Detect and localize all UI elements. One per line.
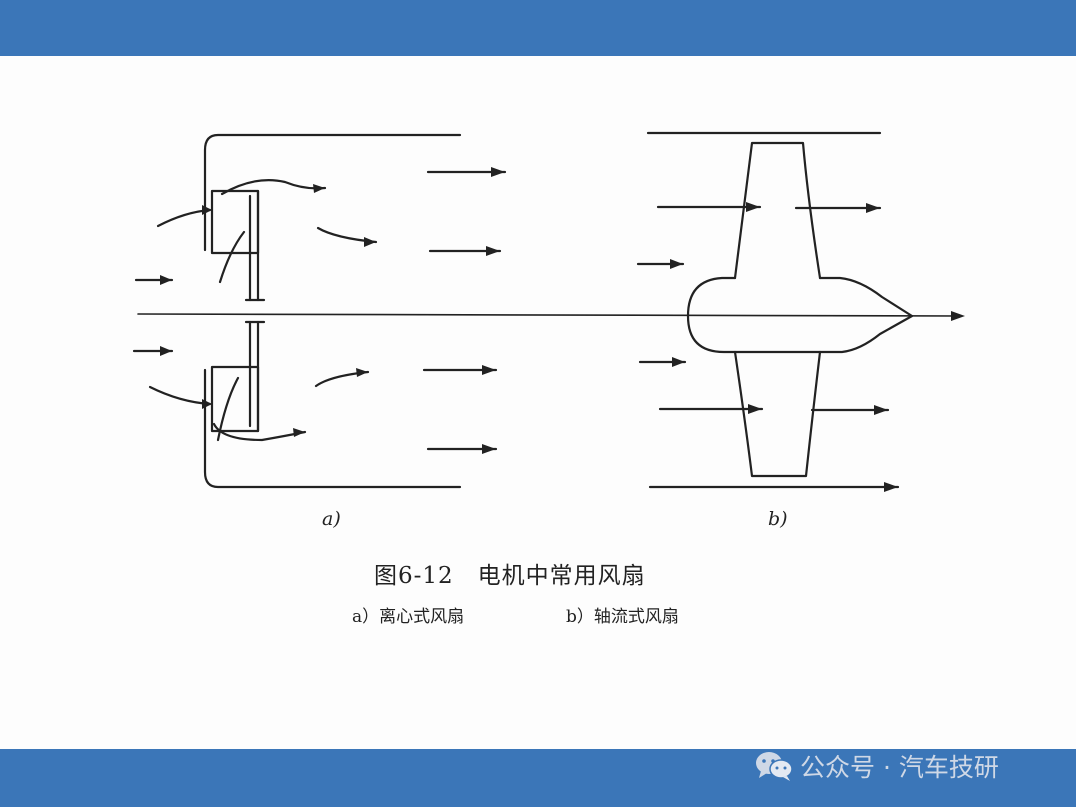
wechat-icon <box>756 752 793 781</box>
figure-area <box>0 56 1076 749</box>
casing-bottom <box>203 368 462 489</box>
blade-bottom <box>733 350 822 478</box>
label-a: a) <box>322 508 341 530</box>
caption-a: a）离心式风扇 <box>352 607 465 627</box>
shaft-axis <box>137 313 963 317</box>
footer-band <box>0 749 1076 807</box>
caption-b: b）轴流式风扇 <box>566 607 679 627</box>
label-b: b) <box>768 508 788 530</box>
figure-title: 图6-12 电机中常用风扇 <box>374 563 646 589</box>
casing-top <box>203 133 462 252</box>
centrifugal-fan-drawing <box>132 133 963 489</box>
impeller-bottom <box>210 365 260 433</box>
header-band <box>0 0 1076 56</box>
watermark: 公众号 · 汽车技研 <box>754 746 999 786</box>
hub <box>686 276 914 354</box>
blade-top <box>733 141 822 280</box>
axial-fan-drawing <box>636 131 914 489</box>
watermark-text: 公众号 · 汽车技研 <box>800 753 999 782</box>
